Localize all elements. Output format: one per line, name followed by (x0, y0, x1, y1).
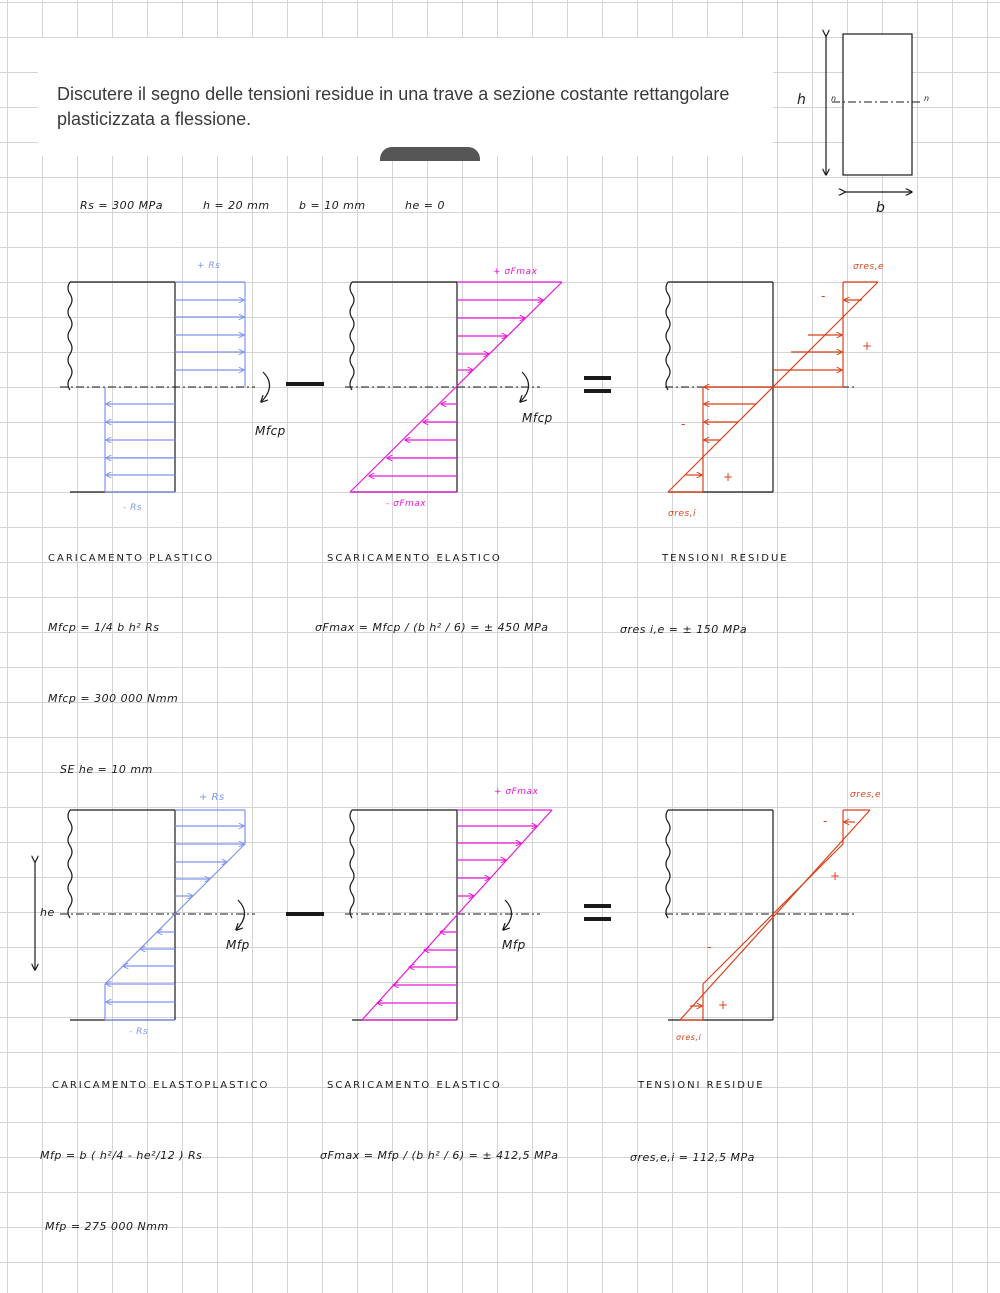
label-sigma-res-i-2: σres,i (676, 1033, 702, 1042)
formula-residual-2: σres,e,i = 112,5 MPa (630, 1151, 755, 1164)
formula-residual-1: σres i,e = ± 150 MPa (620, 623, 748, 636)
sign-plus-bottom-2: + (718, 998, 729, 1012)
label-minus-rs-1: - Rs (123, 503, 143, 513)
label-moment-1b: Mfcp (522, 411, 553, 425)
section-sketch (826, 34, 922, 192)
label-moment-1a: Mfcp (255, 424, 286, 438)
axis-label-right: n (924, 94, 930, 103)
caption-residual-2: TENSIONI RESIDUE (638, 1080, 765, 1091)
label-minus-sigma-1: - σFmax (386, 499, 427, 509)
condition-he: SE he = 10 mm (60, 763, 153, 776)
label-plus-rs-2: + Rs (199, 792, 225, 803)
data-b: b = 10 mm (299, 199, 366, 212)
label-plus-sigma-2: + σFmax (494, 787, 539, 797)
data-rs: Rs = 300 MPa (80, 199, 163, 212)
section-height-label: h (797, 92, 807, 108)
caption-elastic-unloading-2: SCARICAMENTO ELASTICO (327, 1080, 502, 1091)
label-sigma-res-e-2: σres,e (850, 790, 882, 800)
sign-plus-top-2: + (830, 869, 841, 883)
sign-plus-top-1: + (862, 339, 873, 353)
sign-minus-top-1: - (821, 289, 826, 303)
moment-value-1: Mfcp = 300 000 Nmm (48, 692, 179, 705)
caption-plastic-loading-1: CARICAMENTO PLASTICO (48, 553, 215, 564)
question-card (38, 38, 773, 156)
formula-sigma-2: σFmax = Mfp / (b h² / 6) = ± 412,5 MPa (320, 1149, 559, 1162)
elastic-unloading-diagram-2 (345, 809, 553, 1021)
section-width-label: b (876, 200, 886, 216)
moment-arrow-icon (236, 899, 246, 930)
operator-equals-2 (584, 904, 611, 921)
residual-stress-diagram-1 (665, 281, 879, 493)
page-toolbar-handle[interactable] (380, 147, 480, 161)
label-he: he (40, 906, 55, 919)
formula-moment-2: Mfp = b ( h²/4 - he²/12 ) Rs (40, 1149, 203, 1162)
label-moment-2b: Mfp (502, 938, 526, 952)
label-minus-rs-2: - Rs (129, 1027, 149, 1037)
moment-arrow-icon (261, 371, 271, 402)
sign-minus-bottom-2: - (707, 940, 712, 954)
sign-plus-bottom-1: + (723, 470, 734, 484)
label-sigma-res-i-1: σres,i (668, 509, 696, 519)
sign-minus-bottom-1: - (681, 417, 686, 431)
caption-elastoplastic-loading-2: CARICAMENTO ELASTOPLASTICO (52, 1080, 270, 1091)
axis-label-left: n (831, 94, 837, 103)
formula-moment-1: Mfcp = 1/4 b h² Rs (48, 621, 160, 634)
moment-value-2: Mfp = 275 000 Nmm (45, 1220, 169, 1233)
question-sentence: Discutere il segno delle tensioni residu… (57, 84, 730, 129)
plastic-loading-diagram-1 (60, 281, 271, 493)
elastic-unloading-diagram-1 (345, 281, 563, 493)
question-text: Discutere il segno delle tensioni residu… (57, 82, 777, 132)
caption-elastic-unloading-1: SCARICAMENTO ELASTICO (327, 553, 502, 564)
moment-arrow-icon (520, 371, 530, 402)
data-h: h = 20 mm (203, 199, 270, 212)
plastic-loading-diagram-2 (35, 809, 255, 1021)
moment-arrow-icon (503, 899, 513, 930)
residual-stress-diagram-2 (665, 809, 871, 1021)
sign-minus-top-2: - (823, 814, 828, 828)
label-plus-rs-1: + Rs (197, 261, 221, 271)
label-moment-2a: Mfp (226, 938, 250, 952)
formula-sigma-1: σFmax = Mfcp / (b h² / 6) = ± 450 MPa (315, 621, 549, 634)
label-plus-sigma-1: + σFmax (493, 267, 538, 277)
data-he: he = 0 (405, 199, 445, 212)
operator-equals-1 (584, 376, 611, 393)
caption-residual-1: TENSIONI RESIDUE (662, 553, 789, 564)
label-sigma-res-e-1: σres,e (853, 262, 885, 272)
